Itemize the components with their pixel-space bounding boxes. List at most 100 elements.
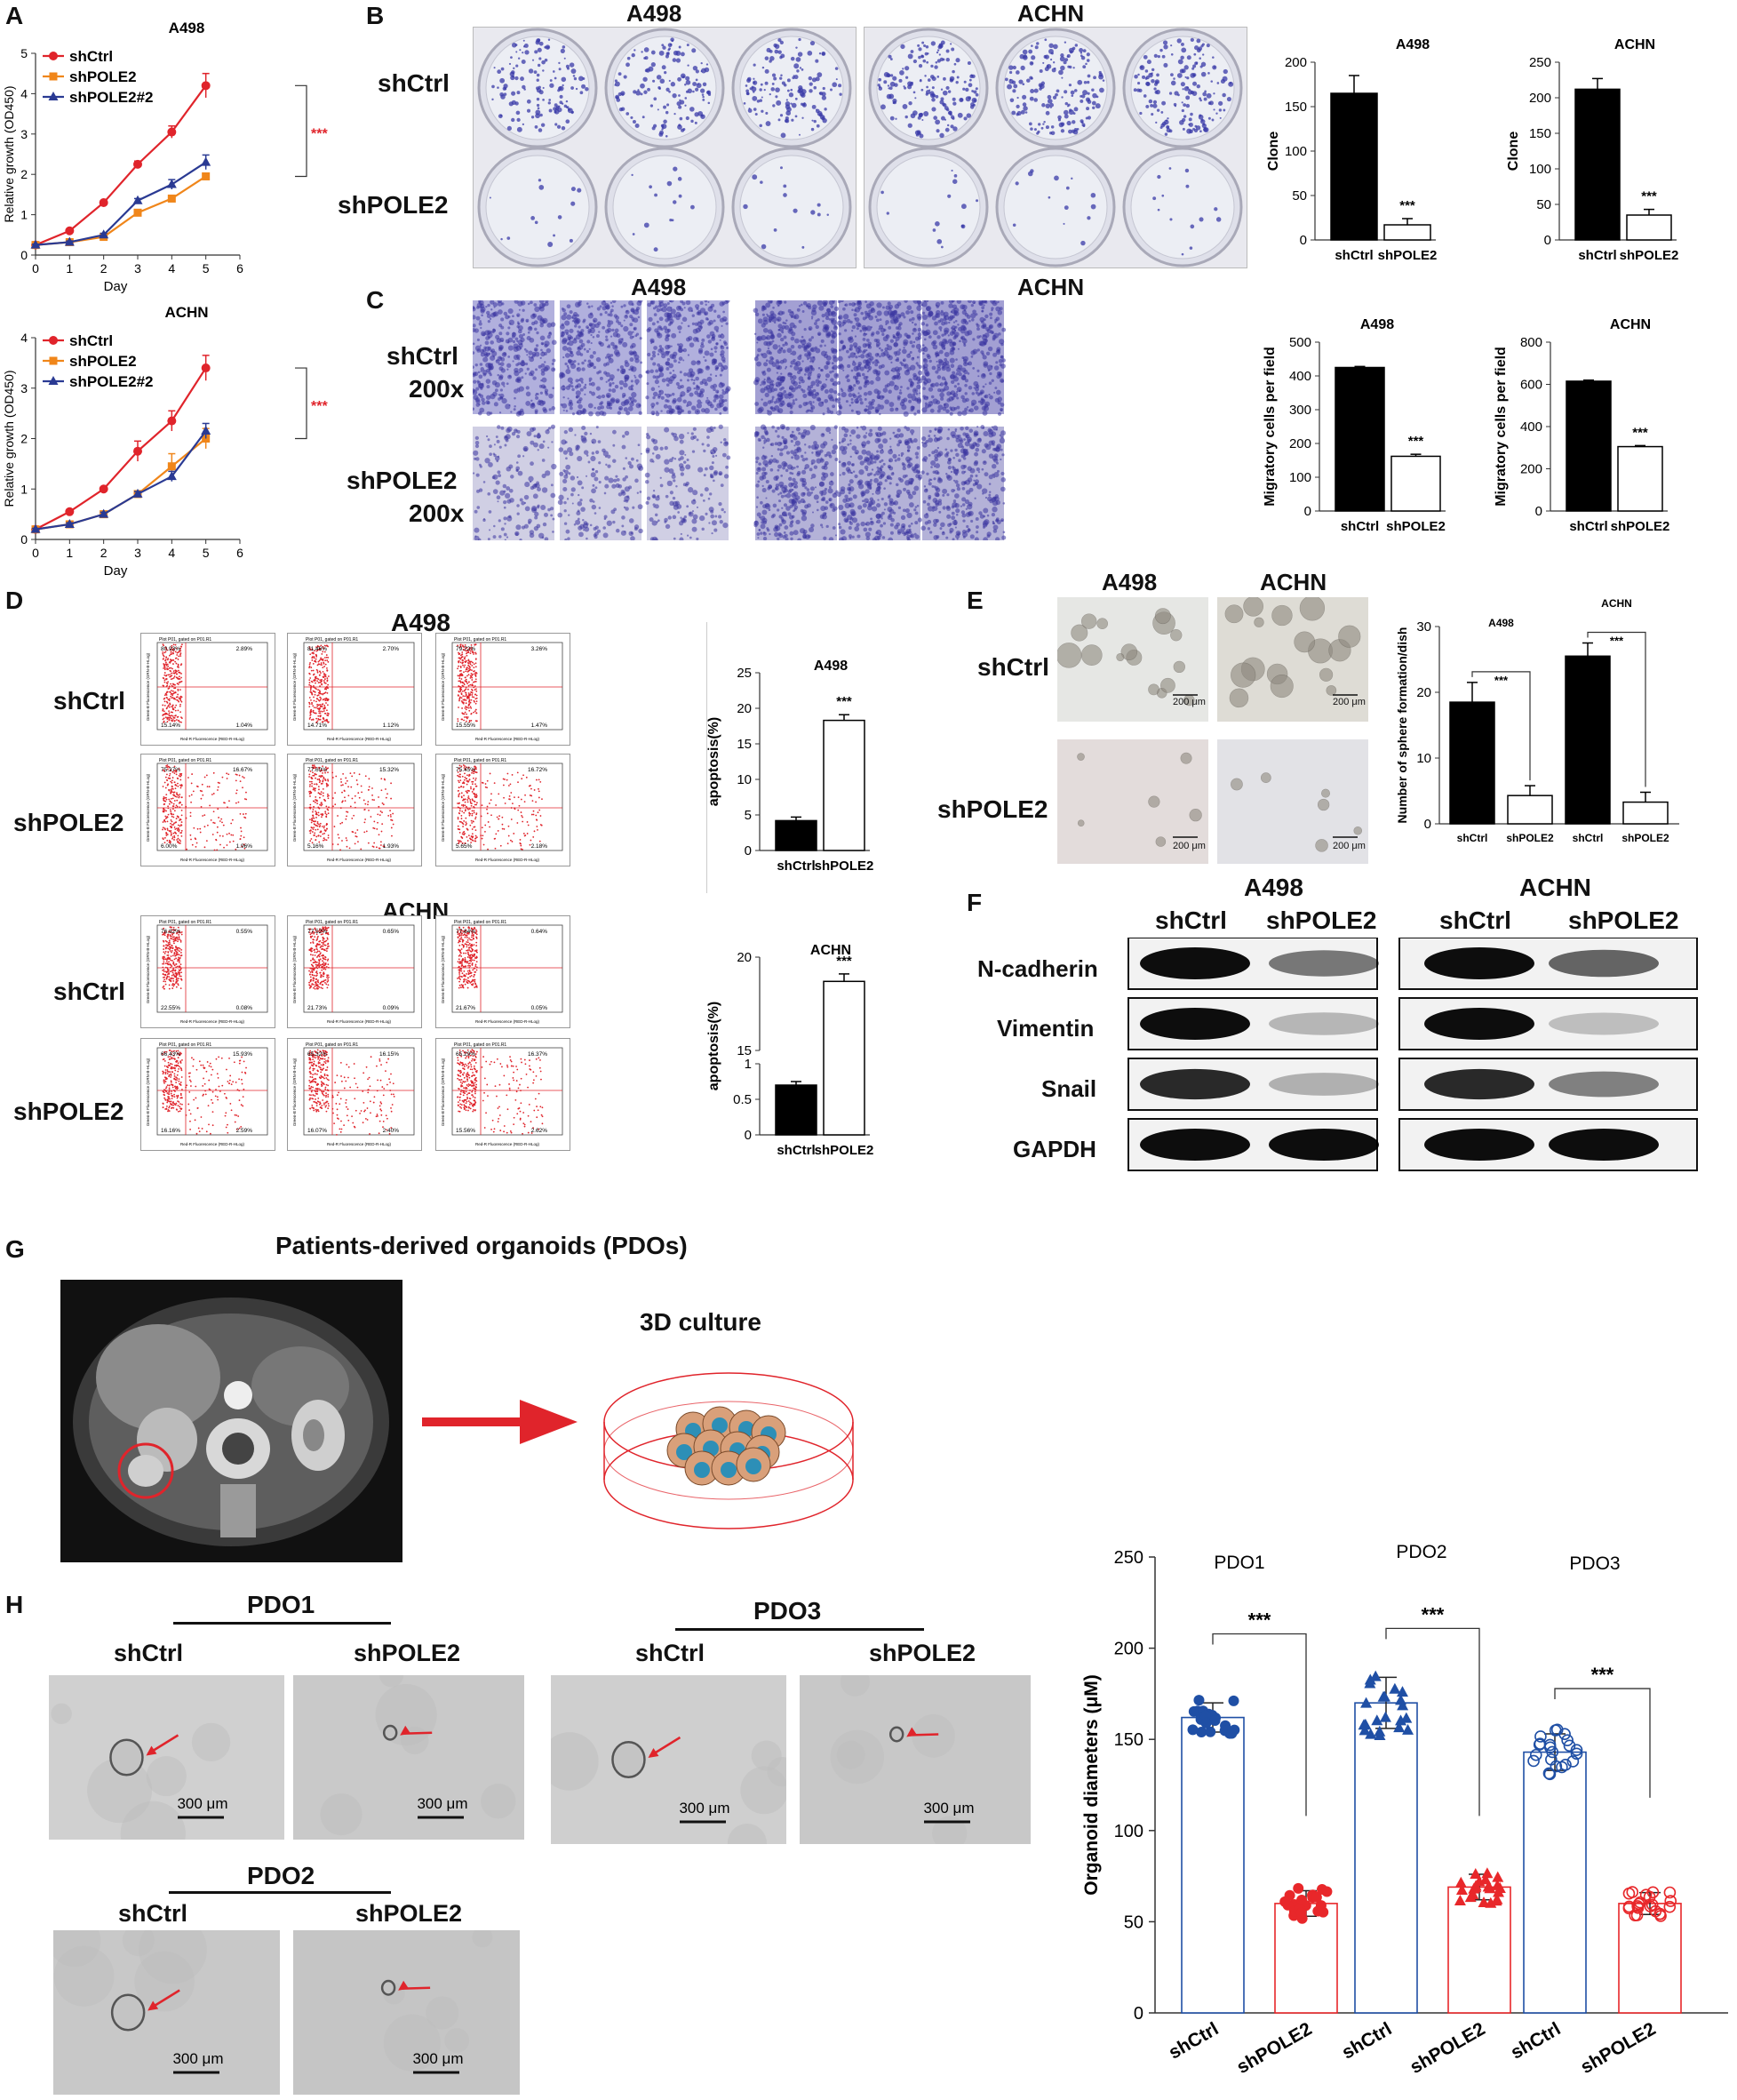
scale-label: 300 μm (679, 1800, 729, 1817)
sphere (1254, 617, 1264, 627)
data-point (1491, 1893, 1503, 1904)
data-point (201, 156, 211, 166)
y-tick-label: 600 (1520, 378, 1542, 393)
panel-letter-e: E (967, 587, 984, 614)
plate-well (612, 36, 717, 140)
legend-label: shPOLE2#2 (69, 89, 154, 106)
protein-band (1549, 949, 1659, 978)
organoid (109, 1738, 144, 1777)
plot-title: Plot P01, gated on P01.R1 (306, 1042, 358, 1048)
x-tick-label: shCtrl (1573, 832, 1604, 844)
x-tick-label: 6 (236, 261, 243, 275)
significance-stars: *** (836, 954, 852, 969)
y-axis-label: apoptosis(%) (706, 717, 721, 806)
plot-frame (156, 924, 268, 1013)
data-point (1374, 1725, 1386, 1737)
quadrant-value: 14.71% (307, 723, 327, 729)
plot-frame (451, 642, 563, 731)
data-point (1279, 1896, 1291, 1907)
bar-shpole2 (823, 719, 865, 851)
plate-well (1130, 155, 1235, 260)
y-tick-label: 0 (1304, 504, 1311, 519)
panelf-lane-3: shCtrl (1439, 906, 1511, 934)
y-tick-label: 0 (1535, 504, 1542, 519)
significance-stars: *** (1248, 1609, 1271, 1631)
y-tick-label: 2 (20, 167, 28, 181)
panelh-label: shPOLE2 (354, 1640, 461, 1666)
data-point (166, 471, 177, 481)
series-line (35, 430, 207, 531)
sphere (1057, 643, 1082, 668)
y-axis-label: Green-B Fluorescence (GRN-B-HLog) (292, 773, 297, 842)
y-axis-label: Green-B Fluorescence (GRN-B-HLog) (292, 652, 297, 721)
x-tick-label: shCtrl (1578, 248, 1616, 263)
data-point (1494, 1881, 1506, 1893)
data-point (1312, 1905, 1324, 1917)
panelf-lane-4: shPOLE2 (1568, 906, 1679, 934)
y-tick-label: 200 (1529, 91, 1551, 106)
y-tick-label: 0 (1544, 233, 1551, 248)
panelh-label: shCtrl (114, 1640, 184, 1666)
panelh-pdo2-bar (169, 1891, 391, 1894)
protein-band (1140, 1008, 1250, 1040)
data-point (1534, 1730, 1547, 1743)
plot-frame (303, 924, 415, 1013)
data-point (1631, 1902, 1645, 1914)
panele-header-a498: A498 (1102, 569, 1158, 595)
data-point (1187, 1724, 1199, 1736)
y-tick-label: 0 (1300, 233, 1307, 248)
sphere (1224, 604, 1244, 624)
y-tick-label: 10 (737, 772, 752, 787)
data-point (1196, 1726, 1207, 1737)
y-axis-label: Green-B Fluorescence (GRN-B-HLog) (292, 935, 297, 1003)
panelh-label: shPOLE2 (355, 1900, 463, 1927)
paneld-title-a498: A498 (391, 609, 450, 636)
transwell-image-a498 (560, 427, 641, 540)
panelb-row-shctrl: shCtrl (378, 69, 450, 97)
bar-shctrl (1565, 655, 1611, 825)
x-tick-label: shCtrl (1341, 519, 1379, 534)
y-axis-label: Green-B Fluorescence (GRN-B-HLog) (441, 1058, 445, 1126)
plot-title: Plot P01, gated on P01.R1 (454, 758, 506, 763)
sphere (1096, 618, 1108, 630)
plate-well (876, 36, 981, 140)
sphere-image-a498-shpole2: 200 μm (1057, 739, 1208, 864)
chart-title: ACHN (1610, 317, 1651, 332)
protein-band (1549, 1129, 1659, 1161)
plot-frame (156, 1047, 268, 1136)
legend-label: shCtrl (69, 332, 113, 349)
x-tick-label: 0 (32, 261, 39, 275)
protein-band (1549, 1012, 1659, 1035)
panel-letter-g: G (5, 1235, 25, 1263)
x-tick-label: shPOLE2 (1378, 248, 1438, 263)
quadrant-value: 5.16% (307, 843, 324, 850)
sphere (1231, 662, 1256, 688)
group-label: A498 (1488, 617, 1514, 629)
data-point (1570, 1747, 1583, 1761)
bar-shctrl (1523, 1751, 1587, 2014)
y-tick-label: 50 (1124, 1912, 1143, 1932)
chart-title: A498 (169, 20, 205, 36)
organoid-image-pdo3-shctrl: 300 μm (551, 1675, 786, 1844)
y-axis-label: Migratory cells per field (1494, 347, 1509, 507)
data-point (1663, 1886, 1677, 1899)
x-axis-label: Red-R Fluorescence (RED-R-HLog) (327, 1142, 392, 1146)
data-point (1549, 1724, 1562, 1737)
panele-row-shpole2: shPOLE2 (937, 795, 1048, 823)
sphere (1154, 608, 1171, 625)
bar-shpole2 (1626, 214, 1672, 241)
sphere (1120, 643, 1138, 660)
significance-stars: *** (311, 399, 328, 414)
data-point (1371, 1714, 1383, 1726)
plot-title: Plot P01, gated on P01.R1 (454, 637, 506, 643)
plate-well (739, 155, 844, 260)
x-tick-label: 6 (236, 546, 243, 560)
x-tick-label: shPOLE2 (1233, 2018, 1315, 2078)
quadrant-value: 66.43% (161, 1051, 180, 1058)
